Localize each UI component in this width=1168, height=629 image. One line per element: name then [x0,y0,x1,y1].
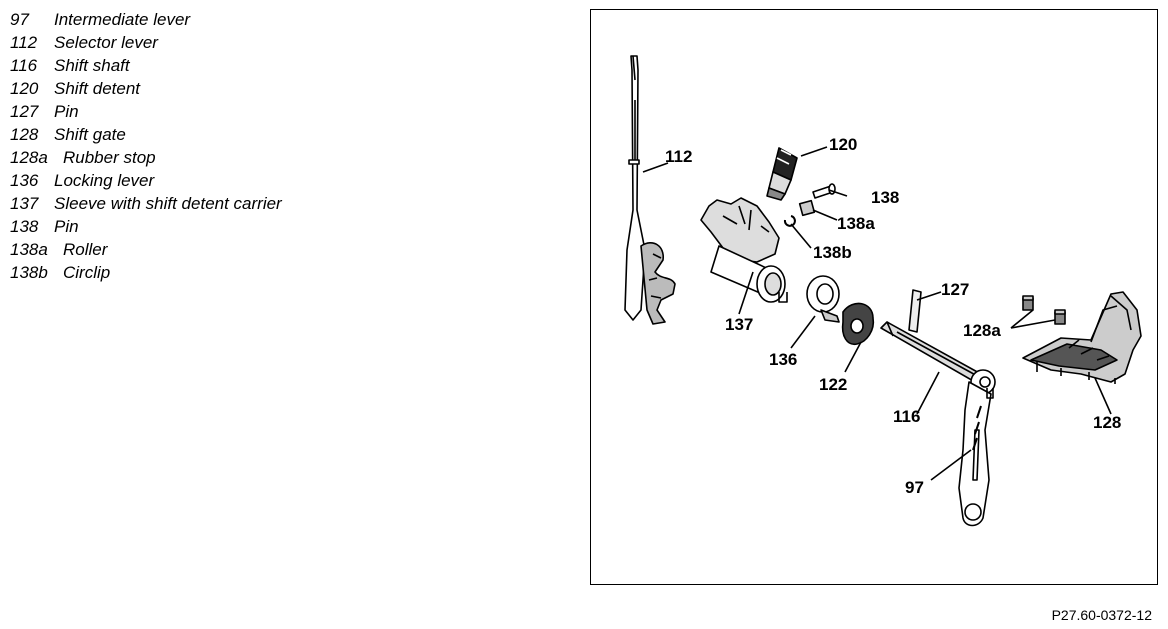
legend-text: Intermediate lever [54,10,191,29]
shift-shaft-part [880,321,996,395]
legend-number: 138 [10,217,39,236]
shift-gate-part [1022,291,1142,384]
legend-number: 127 [10,102,39,121]
locking-lever-part [806,275,840,323]
shift-detent-part [766,147,798,201]
callout-128: 128 [1093,413,1121,432]
circlip-part [783,215,796,227]
sleeve-part [700,197,788,303]
callout-116: 116 [893,407,920,426]
legend-item: 97 Intermediate lever [10,8,282,31]
legend-text: Shift detent [54,79,141,98]
leader-lines [642,146,1112,481]
legend-number: 138b [10,263,48,282]
callout-138a: 138a [837,214,875,233]
legend-text: Locking lever [54,171,155,190]
legend-text: Shift gate [54,125,126,144]
callout-136: 136 [769,350,797,369]
diagram-drawing: 112 120 138 138a 138b 137 136 122 127 12… [624,55,1142,527]
legend-item: 128 Shift gate [10,123,282,146]
callout-122: 122 [819,375,847,394]
legend-text: Pin [54,217,79,236]
legend-text: Roller [63,240,108,259]
legend-number: 138a [10,240,48,259]
legend-number: 116 [10,56,38,75]
legend-text: Shift shaft [54,56,130,75]
legend-item: 127 Pin [10,100,282,123]
callout-138b: 138b [813,243,852,262]
pin-127-part [908,289,922,333]
legend-number: 137 [10,194,39,213]
parts-legend: 97 Intermediate lever 112 Selector lever 1… [10,8,282,284]
legend-item: 136 Locking lever [10,169,282,192]
legend-item: 120 Shift detent [10,77,282,100]
callout-97: 97 [905,478,924,497]
legend-text: Circlip [63,263,111,282]
legend-item: 138a Roller [10,238,282,261]
callout-137: 137 [725,315,753,334]
legend-number: 112 [10,33,38,52]
legend-text: Pin [54,102,79,121]
legend-item: 116 Shift shaft [10,54,282,77]
legend-text: Rubber stop [63,148,156,167]
callout-128a: 128a [963,321,1001,340]
legend-number: 120 [10,79,39,98]
legend-item: 138b Circlip [10,261,282,284]
legend-item: 138 Pin [10,215,282,238]
legend-text: Sleeve with shift detent carrier [54,194,282,213]
callout-112: 112 [665,147,692,166]
roller-part [798,199,816,217]
callout-127: 127 [941,280,969,299]
legend-number: 128a [10,148,48,167]
legend-number: 128 [10,125,39,144]
legend-number: 136 [10,171,39,190]
legend-text: Selector lever [54,33,158,52]
intermediate-lever-part [958,381,994,527]
rubber-stops-part [1022,295,1066,325]
callout-138: 138 [871,188,899,207]
legend-item: 112 Selector lever [10,31,282,54]
legend-number: 97 [10,10,29,29]
pin-138-part [812,183,836,199]
figure-reference: P27.60-0372-12 [1051,607,1152,623]
selector-lever-part [624,55,676,325]
legend-item: 128a Rubber stop [10,146,282,169]
exploded-diagram: 112 120 138 138a 138b 137 136 122 127 12… [590,9,1158,585]
lever-122-part [841,302,875,346]
callout-120: 120 [829,135,857,154]
legend-item: 137 Sleeve with shift detent carrier [10,192,282,215]
